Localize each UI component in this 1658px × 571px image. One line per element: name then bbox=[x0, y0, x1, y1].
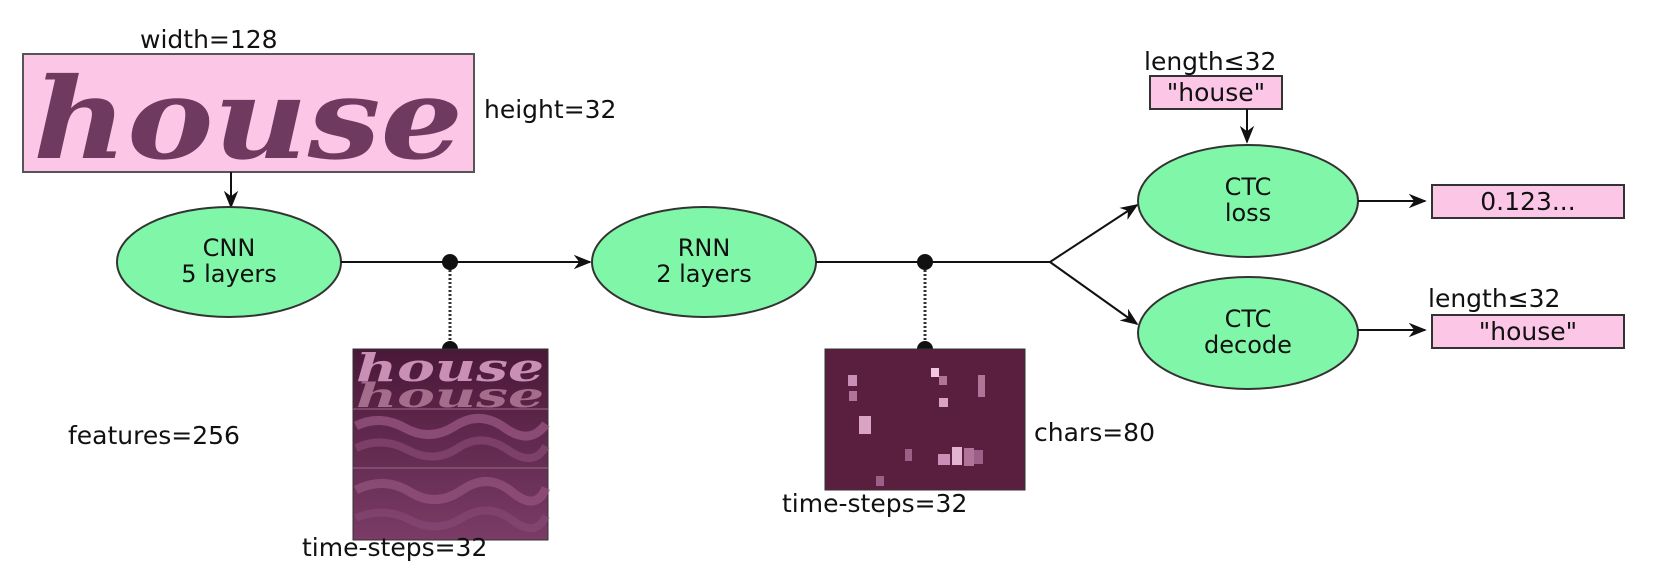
input-height-label: height=32 bbox=[484, 95, 616, 124]
arrow-to-ctc-loss bbox=[1049, 204, 1139, 263]
cnn-features-label: features=256 bbox=[68, 421, 240, 450]
ctc-decode-label-line2: decode bbox=[1204, 331, 1292, 359]
arrow-to-ctc-decode bbox=[1049, 261, 1139, 326]
cnn-label-line1: CNN bbox=[203, 234, 256, 262]
cnn-label-line2: 5 layers bbox=[181, 260, 277, 288]
ctc-loss-length-label: length≤32 bbox=[1144, 47, 1276, 76]
ctc-decode-node: CTC decode bbox=[1137, 276, 1359, 390]
feature-map-handwriting-2: house bbox=[356, 376, 544, 416]
rnn-label-line1: RNN bbox=[678, 234, 731, 262]
ground-truth-text: "house" bbox=[1167, 78, 1265, 107]
cnn-output-tap-dot bbox=[442, 254, 458, 270]
decoded-text-box: "house" bbox=[1431, 314, 1625, 349]
cnn-feature-map: house house bbox=[352, 345, 551, 541]
input-width-label: width=128 bbox=[140, 25, 278, 54]
loss-result-text: 0.123... bbox=[1480, 187, 1575, 216]
ground-truth-box: "house" bbox=[1149, 75, 1283, 110]
decoded-text: "house" bbox=[1479, 317, 1577, 346]
rnn-label-line2: 2 layers bbox=[656, 260, 752, 288]
cnn-node: CNN 5 layers bbox=[116, 206, 342, 318]
ctc-loss-label-line1: CTC bbox=[1225, 173, 1272, 201]
ctc-loss-node: CTC loss bbox=[1137, 144, 1359, 258]
rnn-chars-label: chars=80 bbox=[1034, 418, 1155, 447]
ctc-decode-label-line1: CTC bbox=[1225, 305, 1272, 333]
rnn-node: RNN 2 layers bbox=[591, 206, 817, 318]
loss-result-box: 0.123... bbox=[1431, 184, 1625, 219]
input-image: house bbox=[22, 53, 475, 185]
ctc-loss-label-line2: loss bbox=[1225, 199, 1271, 227]
rnn-output-tap-dot bbox=[917, 254, 933, 270]
rnn-output-matrix bbox=[824, 348, 1026, 491]
feature-map-handwriting-1: house bbox=[356, 345, 544, 390]
cnn-timesteps-label: time-steps=32 bbox=[302, 533, 487, 562]
ctc-decode-length-label: length≤32 bbox=[1428, 284, 1560, 313]
input-handwriting: house bbox=[33, 54, 463, 185]
rnn-timesteps-label: time-steps=32 bbox=[782, 489, 967, 518]
